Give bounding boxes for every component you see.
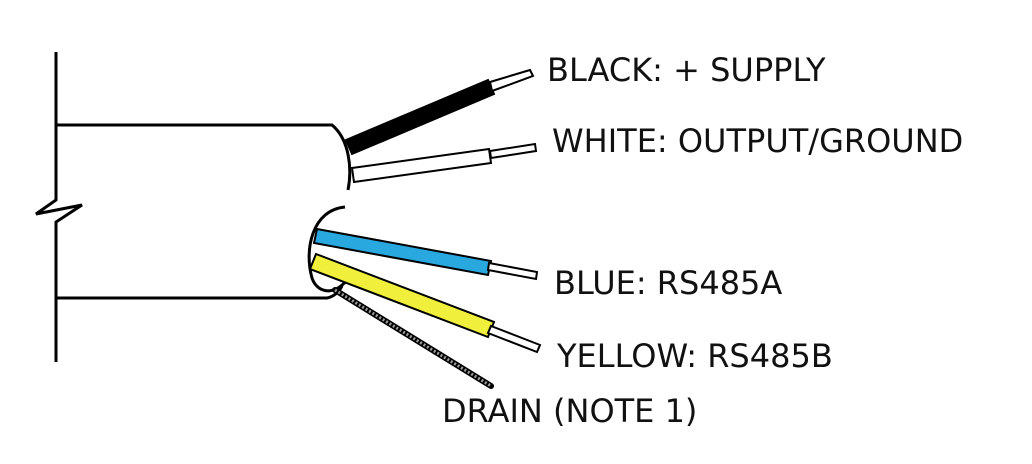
yellow-wire <box>308 252 542 354</box>
black-wire-insulation <box>344 78 496 156</box>
black-wire-conductor <box>488 68 535 93</box>
cable-break-line <box>35 52 83 362</box>
cable-jacket <box>35 52 354 362</box>
label-drain: DRAIN (NOTE 1) <box>442 392 697 430</box>
yellow-wire-insulation <box>308 252 496 339</box>
black-wire <box>344 68 535 156</box>
white-wire-conductor <box>488 142 538 160</box>
label-blue: BLUE: RS485A <box>554 264 782 302</box>
drain-wire <box>332 287 494 389</box>
blue-wire-conductor <box>486 261 539 281</box>
cable-bottom-edge <box>56 285 344 300</box>
label-black: BLACK: + SUPPLY <box>547 51 826 89</box>
white-wire <box>350 142 538 184</box>
yellow-wire-conductor <box>486 324 542 354</box>
label-yellow: YELLOW: RS485B <box>556 337 833 375</box>
cable-top-edge <box>56 123 352 191</box>
label-white: WHITE: OUTPUT/GROUND <box>552 122 963 160</box>
blue-wire-insulation <box>312 227 493 277</box>
white-wire-insulation <box>350 147 493 184</box>
blue-wire <box>312 227 539 281</box>
